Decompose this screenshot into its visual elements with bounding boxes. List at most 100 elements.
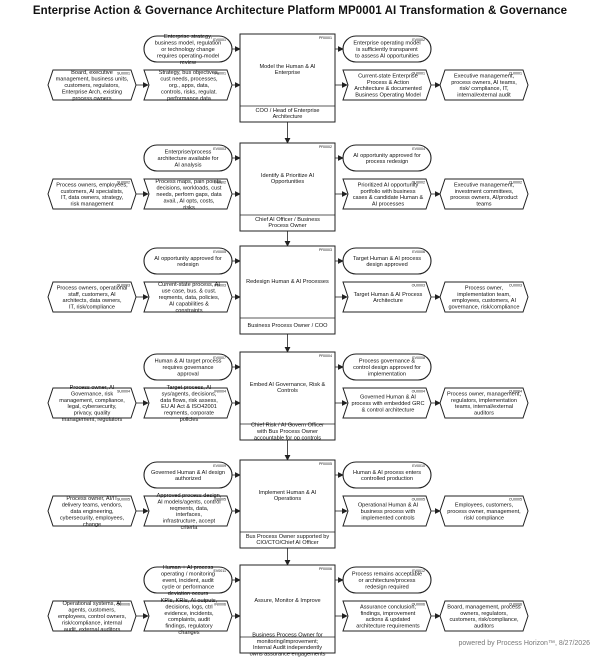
process-name: Embed AI Governance, Risk &Controls (250, 382, 326, 394)
trigger-event (143, 35, 233, 63)
element-id: OU0004 (412, 390, 425, 394)
element-id: EV0004 (412, 147, 425, 151)
element-id: OU0005 (412, 498, 425, 502)
result-event (342, 566, 432, 594)
input-text: Process maps, pain points,decisions, wor… (155, 180, 223, 212)
process-box (239, 142, 336, 232)
element-id: IN0004 (214, 390, 226, 394)
customer (439, 387, 529, 419)
process-box (239, 564, 336, 654)
result-event (342, 247, 432, 275)
element-id: SU0002 (117, 181, 130, 185)
customer (439, 178, 529, 210)
trigger-event (143, 461, 233, 489)
output (342, 281, 432, 313)
input-text: Approved process design,AI models/agents… (157, 493, 222, 531)
trigger-event (143, 144, 233, 172)
element-id: CU0002 (509, 181, 522, 185)
element-id: SU0003 (117, 284, 130, 288)
element-id: OU0002 (412, 181, 425, 185)
trigger-event-text: Enterprise strategy,business model, regu… (155, 35, 222, 67)
result-event (342, 461, 432, 489)
element-id: EV0002 (412, 38, 425, 42)
process-name: Redesign Human & AI Processes (246, 279, 329, 285)
element-id: PR0004 (319, 354, 332, 358)
process-name: Assure, Monitor & Improve (254, 598, 320, 604)
element-id: CU0004 (509, 390, 522, 394)
element-id: OU0001 (412, 72, 425, 76)
element-id: PR0002 (319, 145, 332, 149)
customer-text: Executive management,process owners, AI … (451, 74, 517, 99)
element-id: EV0005 (213, 250, 226, 254)
output (342, 495, 432, 527)
supplier (47, 69, 137, 101)
element-id: OU0006 (412, 603, 425, 607)
output-text: Assurance conclusion,findings, improveme… (356, 605, 420, 630)
customer (439, 69, 529, 101)
element-id: EV0009 (213, 464, 226, 468)
element-id: IN0002 (214, 181, 226, 185)
result-event (342, 35, 432, 63)
process-box (239, 351, 336, 441)
supplier (47, 281, 137, 313)
input-text: Strategy, bus objectives,cust needs, pro… (159, 71, 220, 103)
customer (439, 600, 529, 632)
element-id: SU0004 (117, 390, 130, 394)
element-id: CU0006 (509, 603, 522, 607)
trigger-event (143, 247, 233, 275)
result-event (342, 353, 432, 381)
customer (439, 281, 529, 313)
output (342, 387, 432, 419)
supplier (47, 600, 137, 632)
input (143, 281, 233, 313)
element-id: PR0005 (319, 462, 332, 466)
element-id: EV0007 (213, 356, 226, 360)
input (143, 387, 233, 419)
element-id: CU0005 (509, 498, 522, 502)
element-id: EV0008 (412, 356, 425, 360)
output (342, 178, 432, 210)
process-owner: Business Process Owner / COO (248, 323, 329, 329)
supplier (47, 387, 137, 419)
element-id: CU0003 (509, 284, 522, 288)
element-id: PR0003 (319, 248, 332, 252)
process-box (239, 245, 336, 335)
diagram-title: Enterprise Action & Governance Architect… (32, 5, 568, 17)
element-id: EV0003 (213, 147, 226, 151)
element-id: IN0006 (214, 603, 226, 607)
trigger-event (143, 566, 233, 594)
result-event (342, 144, 432, 172)
input-text: KPIs, KRIs, AI outputs,decisions, logs, … (161, 598, 218, 636)
customer-text: Process owner,implementation team,employ… (449, 286, 520, 311)
element-id: EV0011 (213, 569, 226, 573)
